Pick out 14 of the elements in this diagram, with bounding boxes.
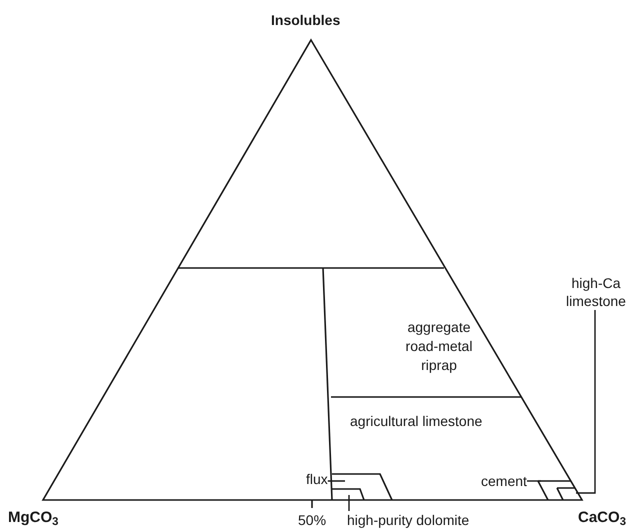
leader-line (348, 495, 350, 511)
vertex-label: MgCO$_{3}$ (8, 508, 58, 530)
leader-line (328, 480, 345, 482)
leader-line (576, 310, 596, 494)
region-label: cement (481, 472, 527, 490)
region-label: agricultural limestone (350, 412, 482, 431)
region-label: aggregate road-metal riprap (404, 318, 474, 375)
vertex-label: Insolubles (271, 11, 340, 30)
vertex-label: CaCO$_{3}$ (578, 508, 626, 530)
region-label: high-Ca limestone (566, 274, 626, 310)
leader-line (526, 480, 541, 482)
region-label: flux (306, 470, 328, 488)
axis-tick-label: 50% (298, 511, 326, 530)
region-label: high-purity dolomite (347, 511, 470, 529)
